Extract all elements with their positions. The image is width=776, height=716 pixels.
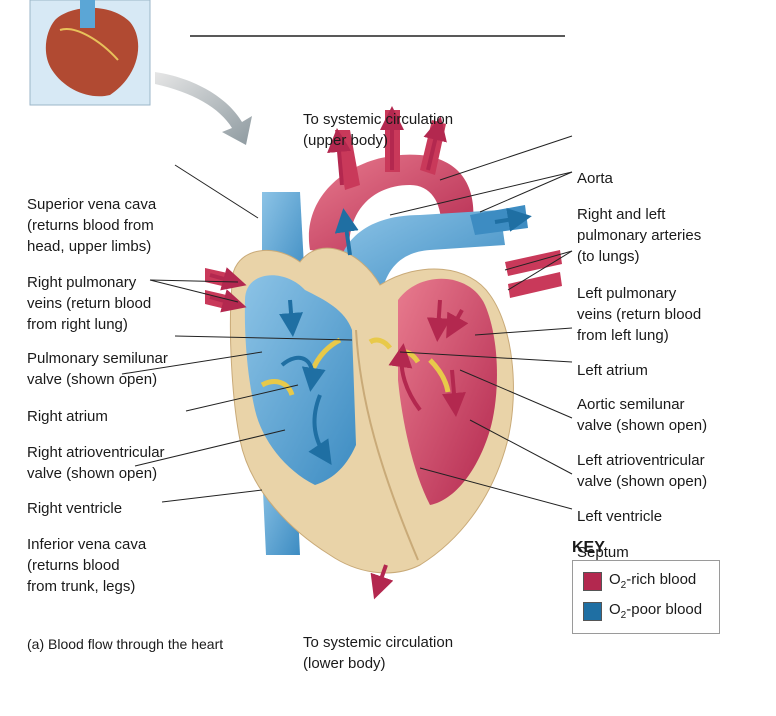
key-title: KEY: [572, 539, 605, 556]
label-right-ventricle: Right ventricle: [27, 500, 123, 517]
label-right-atrium: Right atrium: [27, 408, 108, 425]
heart-diagram: To systemic circulation(upper body) To s…: [27, 0, 720, 672]
label-aorta: Aorta: [577, 170, 613, 187]
figure-caption: (a) Blood flow through the heart: [27, 636, 224, 652]
label-upper-systemic: To systemic circulation(upper body): [303, 111, 454, 149]
oxygen-poor-swatch: [583, 602, 602, 621]
thumbnail-heart: [29, 0, 151, 106]
label-left-ventricle: Left ventricle: [577, 508, 663, 525]
heart-illustration: [29, 0, 573, 600]
label-lower-systemic: To systemic circulation(lower body): [303, 634, 454, 672]
leader-lines: [121, 135, 573, 510]
label-septum: Septum: [577, 544, 629, 561]
key-box: O2-rich blood O2-poor blood: [572, 560, 720, 634]
key-oxygen-poor: O2-poor blood: [609, 601, 703, 621]
label-left-atrium: Left atrium: [577, 362, 648, 379]
key-oxygen-rich: O2-rich blood: [609, 571, 697, 591]
flow-arrows: [209, 106, 532, 600]
orientation-arrow: [155, 72, 252, 145]
oxygen-rich-swatch: [583, 572, 602, 591]
